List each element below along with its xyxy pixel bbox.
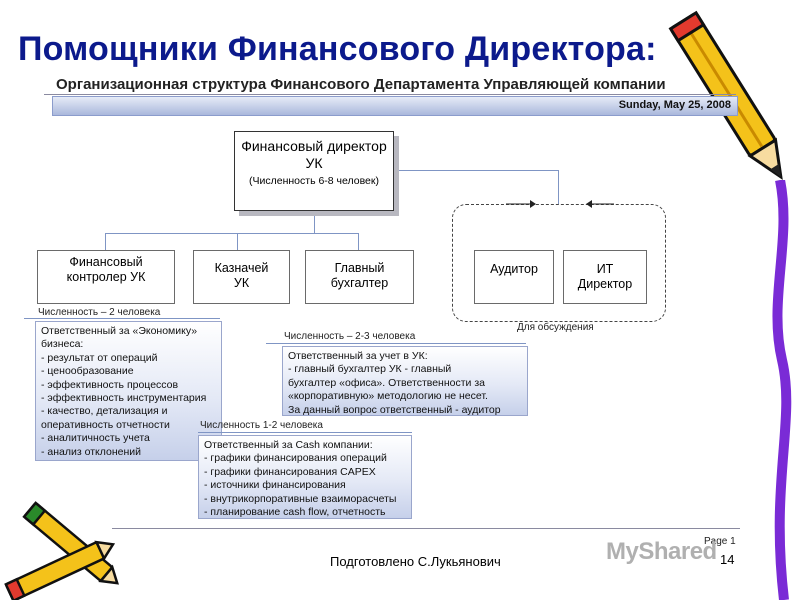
slide-title: Помощники Финансового Директора: xyxy=(18,30,657,68)
crossed-pencils-icon xyxy=(4,501,119,600)
controller-label: Финансовый контролер УК xyxy=(66,255,146,284)
cfo-label: Финансовый директор УК xyxy=(241,138,387,171)
footer-author: Подготовлено С.Лукьянович xyxy=(330,554,501,569)
diagram-subtitle: Организационная структура Финансового Де… xyxy=(56,76,666,93)
connector xyxy=(358,233,359,250)
connector xyxy=(558,170,559,204)
connector xyxy=(314,211,315,233)
treasurer-note: Ответственный за Cash компании: - график… xyxy=(198,435,412,519)
page-label: Page 1 xyxy=(704,536,736,547)
connector xyxy=(237,233,238,250)
watermark: MyShared xyxy=(606,538,717,565)
controller-note: Ответственный за «Экономику» бизнеса: - … xyxy=(35,321,222,461)
connector xyxy=(105,233,359,234)
pencil-icon xyxy=(668,10,783,181)
divider xyxy=(198,432,412,433)
cfo-box: Финансовый директор УК (Численность 6-8 … xyxy=(234,131,394,211)
treasurer-headcount: Численность 1-2 человека xyxy=(200,420,323,431)
date-label: Sunday, May 25, 2008 xyxy=(618,99,731,111)
it-director-label: ИТ Директор xyxy=(577,262,633,291)
controller-box: Финансовый контролер УК xyxy=(37,250,175,304)
discussion-label: Для обсуждения xyxy=(517,322,594,333)
it-director-box: ИТ Директор xyxy=(563,250,647,304)
cfo-headcount: (Численность 6-8 человек) xyxy=(249,175,379,187)
chief-accountant-box: Главный бухгалтер xyxy=(305,250,414,304)
divider xyxy=(44,94,736,95)
chief-accountant-label: Главный бухгалтер xyxy=(330,261,389,290)
connector xyxy=(105,233,106,250)
divider xyxy=(112,528,740,529)
treasurer-box: Казначей УК xyxy=(193,250,290,304)
arrow-icon xyxy=(506,200,614,208)
decorative-border-icon xyxy=(772,180,792,600)
auditor-label: Аудитор xyxy=(490,262,538,276)
accountant-headcount: Численность – 2-3 человека xyxy=(284,331,416,342)
divider xyxy=(24,318,220,319)
page-number: 14 xyxy=(720,552,735,567)
controller-headcount: Численность – 2 человека xyxy=(38,307,161,318)
divider xyxy=(266,343,526,344)
accountant-note: Ответственный за учет в УК: - главный бу… xyxy=(282,346,528,416)
discussion-area xyxy=(452,204,666,322)
date-bar: Sunday, May 25, 2008 xyxy=(52,96,738,116)
connector xyxy=(394,170,559,171)
treasurer-label: Казначей УК xyxy=(214,261,269,290)
auditor-box: Аудитор xyxy=(474,250,554,304)
